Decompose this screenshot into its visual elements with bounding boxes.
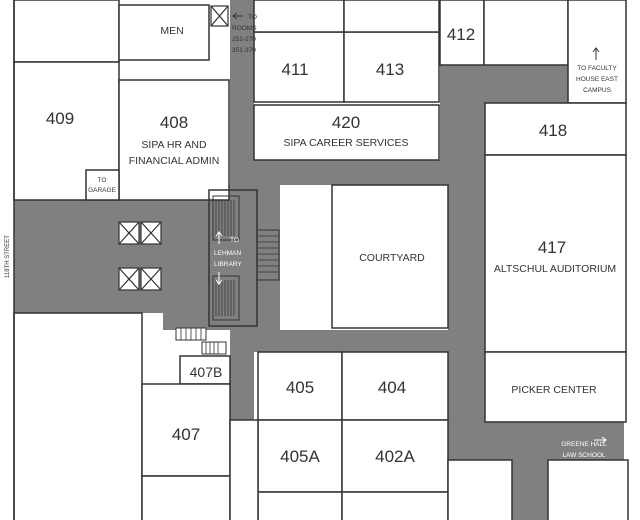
room-south-a	[257, 491, 343, 520]
room-label-409: 409	[46, 109, 74, 128]
room-413	[343, 31, 440, 103]
stair-lower	[212, 275, 240, 321]
to-garage-line2: GARAGE	[88, 187, 116, 194]
room-garage-entrance	[85, 169, 120, 201]
room-label-402a: 402A	[375, 447, 415, 466]
picker-center	[484, 351, 627, 423]
room-top-left	[13, 0, 120, 63]
room-label-405: 405	[286, 378, 314, 397]
west-corridor	[14, 200, 166, 313]
to-rooms-line4: 351-370	[232, 47, 256, 54]
room-407b	[179, 355, 231, 385]
greene-hall-line1: GREENE HALL	[561, 441, 607, 448]
southeast-corridor-down	[512, 440, 548, 520]
to-rooms-line3: 251-270	[232, 36, 256, 43]
to-lehman-line2: LEHMAN	[214, 250, 241, 257]
lower-steps	[175, 327, 227, 355]
room-men	[118, 4, 210, 61]
room-405	[257, 351, 343, 421]
direction-labels: TO ROOMS 251-270 351-370 TO FACULTY HOUS…	[5, 14, 618, 459]
elevator-icon	[118, 5, 229, 291]
picker-center-label: PICKER CENTER	[511, 384, 597, 396]
room-name-408-line1: SIPA HR AND	[141, 139, 207, 151]
stair-treads	[215, 200, 235, 316]
to-lehman-line1: TO	[230, 237, 239, 244]
room-label-417: 417	[538, 238, 566, 257]
room-top-middle-b	[343, 0, 440, 33]
room-south-c	[447, 459, 513, 520]
room-label-407b: 407B	[190, 364, 223, 380]
arrow-left-icon	[232, 12, 243, 20]
to-rooms-line2: ROOMS	[232, 25, 257, 32]
room-west-south	[13, 312, 143, 520]
room-name-417: ALTSCHUL AUDITORIUM	[494, 263, 616, 275]
room-name-408-line2: FINANCIAL ADMIN	[129, 155, 220, 167]
room-407	[141, 383, 231, 477]
room-label-420: 420	[332, 113, 360, 132]
room-412	[439, 0, 485, 66]
room-408	[118, 79, 230, 201]
room-label-405a: 405A	[280, 447, 320, 466]
room-label-418: 418	[539, 121, 567, 140]
south-corridor	[230, 330, 485, 352]
room-top-right	[483, 0, 569, 66]
to-garage-line1: TO	[98, 177, 107, 184]
room-faculty-house-passage	[567, 0, 627, 104]
greene-hall-line2: LAW SCHOOL	[562, 452, 605, 459]
arrow-up-icon	[215, 231, 223, 244]
room-label-407: 407	[172, 425, 200, 444]
room-420	[253, 104, 440, 161]
vertical-circulation	[118, 5, 280, 355]
room-label-412: 412	[447, 25, 475, 44]
room-bottom-right	[547, 459, 629, 520]
street-label: 118TH STREET	[5, 235, 11, 278]
to-lehman-line3: LIBRARY	[214, 261, 242, 268]
arrow-down-icon	[215, 272, 223, 285]
room-402a	[341, 419, 449, 493]
to-faculty-line2: HOUSE EAST	[576, 76, 618, 83]
room-south-b	[341, 491, 449, 520]
room-404	[341, 351, 449, 421]
stair-upper	[212, 195, 240, 241]
central-lobby	[163, 185, 280, 330]
room-name-420: SIPA CAREER SERVICES	[283, 137, 408, 149]
room-label-408: 408	[160, 113, 188, 132]
lobby-steps	[256, 229, 280, 281]
room-417	[484, 154, 627, 353]
rooms	[13, 0, 629, 520]
room-top-middle-a	[253, 0, 345, 33]
room-label-413: 413	[376, 60, 404, 79]
direction-arrows	[215, 12, 607, 444]
east-corridor	[448, 160, 485, 430]
to-rooms-line1: TO	[248, 14, 257, 21]
arrow-right-icon	[594, 436, 607, 444]
room-labels: MEN 409 408 SIPA HR AND FINANCIAL ADMIN …	[46, 25, 616, 466]
to-faculty-line1: TO FACULTY	[577, 65, 617, 72]
room-label-404: 404	[378, 378, 406, 397]
to-faculty-line3: CAMPUS	[583, 87, 611, 94]
arrow-up-icon	[592, 47, 600, 60]
courtyard-label: COURTYARD	[359, 252, 425, 264]
courtyard	[331, 184, 449, 329]
room-label-411: 411	[281, 60, 308, 79]
room-label-men: MEN	[160, 25, 183, 37]
room-407-south	[141, 475, 231, 520]
room-southwest-corner	[229, 419, 259, 520]
